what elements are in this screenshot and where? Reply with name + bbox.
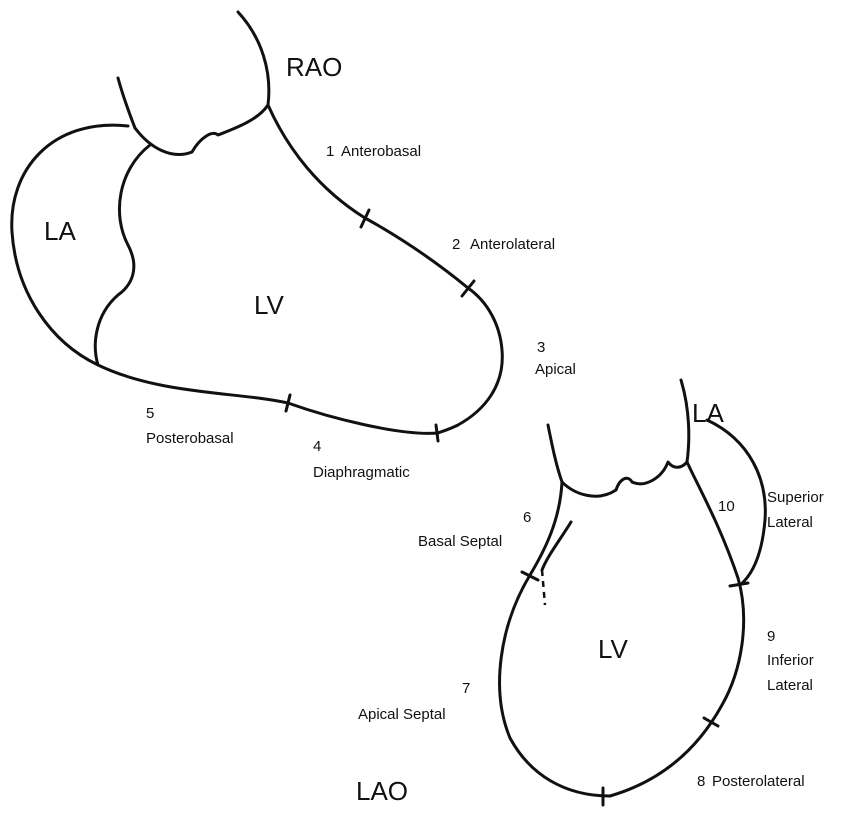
rao-lv-posterior-boundary [95,145,150,365]
lao-lv-label: LV [598,634,629,664]
rao-tick-4-5 [286,395,290,411]
lao-segment-6-number: 6 [523,509,531,526]
rao-aorta-left-wall [118,78,135,128]
rao-aorta-right-wall [238,12,269,105]
lao-segment-8-label: Posterolateral [712,773,805,790]
rao-segment-2-label: Anterolateral [470,236,555,253]
lao-segment-6-label: Basal Septal [418,533,502,550]
rao-view-label: RAO [286,52,342,82]
lao-tick-9-10 [730,583,748,586]
rao-aortic-cusps [135,105,268,155]
lao-segment-10-label-line1: Superior [767,489,824,506]
rao-segment-4-label: Diaphragmatic [313,464,410,481]
lao-lv-septal-wall [500,482,610,796]
rao-lv-label: LV [254,290,285,320]
lao-segment-8-number: 8 [697,773,705,790]
lao-view: LA LV LAO 6 Basal Septal 7 Apical Septal… [356,380,824,806]
lao-segment-7-label: Apical Septal [358,706,446,723]
rao-view: RAO LA LV 1 Anterobasal 2 Anterolateral … [12,12,576,481]
rao-segment-1-label: Anterobasal [341,143,421,160]
lao-segment-10-number: 10 [718,498,735,515]
rao-segment-1-number: 1 [326,143,334,160]
lao-view-label: LAO [356,776,408,806]
rao-segment-2-number: 2 [452,236,460,253]
rao-lv-inferior-wall [98,365,438,433]
lao-segment-10-label-line2: Lateral [767,514,813,531]
lao-segment-9-label-line2: Lateral [767,677,813,694]
rao-segment-5-label: Posterobasal [146,430,234,447]
lao-aorta-left-wall [548,425,562,482]
rao-segment-3-number: 3 [537,339,545,356]
rao-la-label: LA [44,216,76,246]
lao-aorta-right-wall [681,380,689,462]
lao-septum-dashed [542,570,545,605]
lao-segment-9-number: 9 [767,628,775,645]
lao-la-label: LA [692,398,724,428]
lao-aortic-cusps [562,462,687,496]
rao-segment-4-number: 4 [313,438,321,455]
rao-tick-3-4 [436,425,438,441]
lao-left-atrium-outline [707,420,765,585]
rao-segment-3-label: Apical [535,361,576,378]
rao-segment-5-number: 5 [146,405,154,422]
lao-segment-7-number: 7 [462,680,470,697]
lao-segment-9-label-line1: Inferior [767,652,814,669]
